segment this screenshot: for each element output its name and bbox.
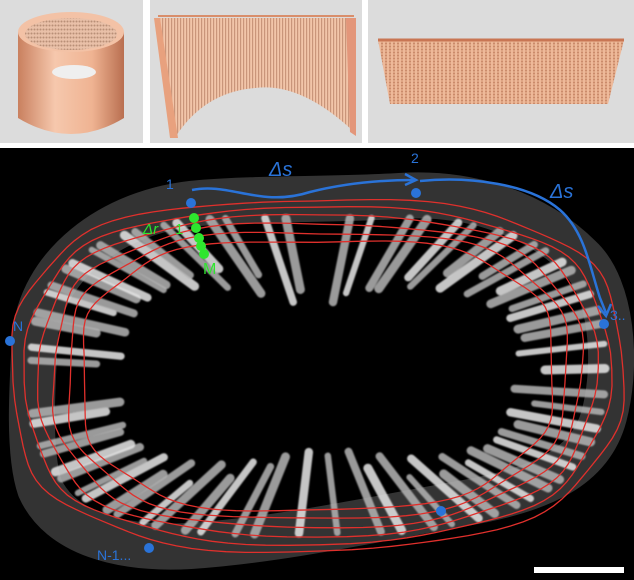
cross-section-image: 1 2 3.. N N-1... Δs Δs Δr 1 M <box>0 148 634 580</box>
depth-marker <box>199 249 209 259</box>
cylinder-full-view <box>0 0 143 143</box>
cylinder-lumen <box>52 65 96 79</box>
villus <box>515 389 605 395</box>
label-depth-start: 1 <box>175 221 183 238</box>
cylinder-full-drawing <box>0 0 143 143</box>
label-point-3: 3.. <box>610 307 626 323</box>
marker-point-3 <box>599 319 609 329</box>
label-arc-step-2: Δs <box>549 181 573 203</box>
label-arc-step-1: Δs <box>268 159 292 181</box>
half-cylinder-villi <box>158 18 352 136</box>
label-radial-step: Δr <box>142 221 159 238</box>
cylinder-half-view <box>150 0 362 143</box>
villus <box>31 360 97 364</box>
villus <box>545 369 605 371</box>
marker-point-2 <box>411 188 421 198</box>
label-point-n: N <box>13 318 23 334</box>
cross-section-drawing: 1 2 3.. N N-1... Δs Δs Δr 1 M <box>0 148 634 580</box>
flat-sheet-villi <box>378 40 624 104</box>
label-depth-end: M <box>203 261 216 278</box>
label-point-2: 2 <box>411 150 419 166</box>
label-point-1: 1 <box>166 176 174 192</box>
cylinder-half-drawing <box>150 0 362 143</box>
marker-point-n <box>5 336 15 346</box>
cylinder-villi <box>25 18 117 50</box>
depth-marker <box>189 213 199 223</box>
depth-marker <box>191 223 201 233</box>
marker-point-n-minus-1 <box>144 543 154 553</box>
scale-bar <box>534 567 624 573</box>
marker-point-bottom <box>436 506 446 516</box>
flat-sheet-drawing <box>368 0 634 143</box>
marker-point-1 <box>186 198 196 208</box>
label-point-n-minus-1: N-1... <box>97 547 131 563</box>
flat-sheet-view <box>368 0 634 143</box>
